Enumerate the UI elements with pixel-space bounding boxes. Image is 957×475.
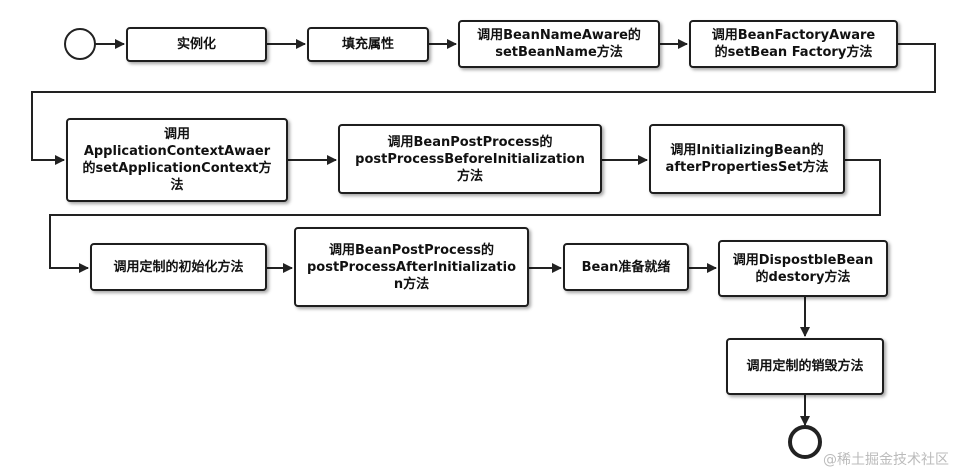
node-bpp-after-initialization: 调用BeanPostProcess的 postProcessAfterIniti… <box>294 227 529 307</box>
arrow-initializingbean-custominit <box>49 159 881 273</box>
node-bean-ready: Bean准备就绪 <box>563 243 689 291</box>
watermark: @稀土掘金技术社区 <box>823 452 949 468</box>
node-bean-name-aware: 调用BeanNameAware的 setBeanName方法 <box>458 20 660 68</box>
node-instantiate: 实例化 <box>126 27 267 62</box>
node-disposable-bean: 调用DispostbleBean 的destory方法 <box>718 240 888 297</box>
node-populate-properties: 填充属性 <box>307 27 429 62</box>
node-custom-init: 调用定制的初始化方法 <box>90 243 267 291</box>
node-custom-destroy: 调用定制的销毁方法 <box>726 338 884 395</box>
node-bean-factory-aware: 调用BeanFactoryAware 的setBean Factory方法 <box>689 20 898 68</box>
end-node <box>788 425 822 459</box>
node-initializing-bean: 调用InitializingBean的 afterPropertiesSet方法 <box>649 124 845 194</box>
node-bpp-before-initialization: 调用BeanPostProcess的 postProcessBeforeInit… <box>338 124 602 194</box>
start-node <box>64 28 96 60</box>
arrow-beanfactoryaware-appcontextaware <box>31 43 936 165</box>
node-application-context-aware: 调用 ApplicationContextAwaer 的setApplicati… <box>66 118 288 202</box>
